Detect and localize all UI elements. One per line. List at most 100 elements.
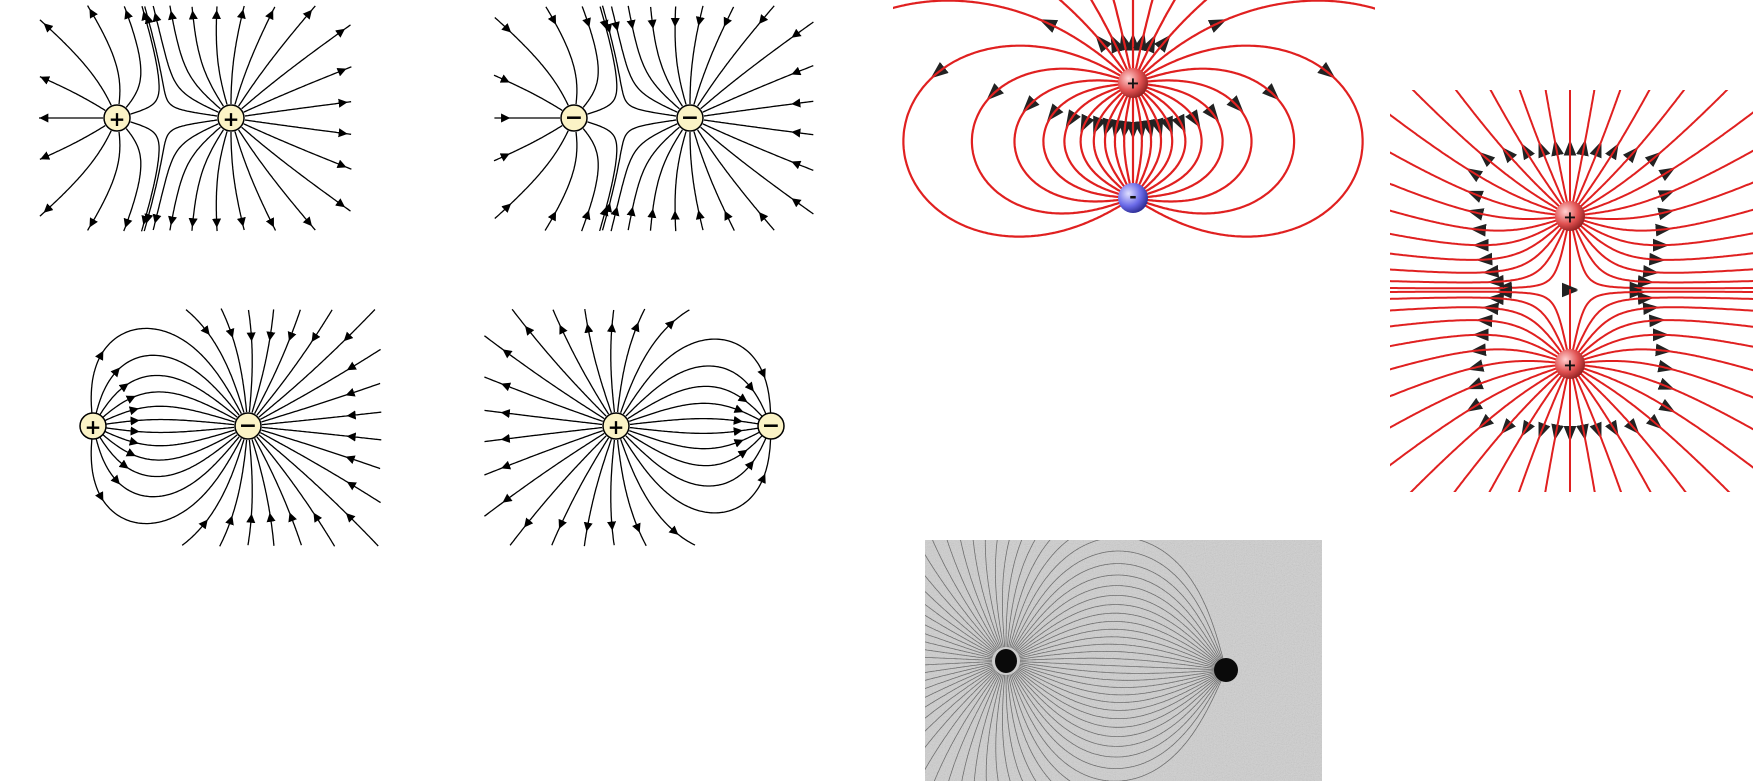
- charge-sign: −: [681, 106, 699, 131]
- field-line: [94, 435, 240, 498]
- charge-positive: +: [602, 412, 630, 440]
- field-line: [251, 309, 275, 413]
- charge-sign: −: [239, 414, 257, 439]
- field-line: [243, 66, 352, 113]
- field-line: [94, 354, 240, 417]
- field-line: [244, 119, 352, 135]
- field-line: [1518, 90, 1566, 204]
- field-line: [256, 436, 336, 547]
- field-line: [628, 402, 763, 423]
- field-line: [1134, 0, 1154, 70]
- field-line: [1390, 151, 1557, 216]
- field-line: [700, 126, 814, 215]
- field-line: [1112, 0, 1132, 70]
- field-line: [494, 130, 569, 219]
- field-line: [610, 123, 678, 232]
- field-line: [1577, 306, 1753, 354]
- field-line: [87, 131, 121, 231]
- field-line: [230, 5, 245, 104]
- charge-positive: +: [79, 412, 107, 440]
- field-line: [1140, 89, 1187, 195]
- field-line: [96, 374, 238, 420]
- field-line: [484, 335, 605, 420]
- field-line: [1390, 319, 1561, 356]
- field-line: [90, 434, 242, 525]
- field-line: [616, 439, 647, 547]
- field-line: [1390, 182, 1557, 220]
- field-line: [1574, 228, 1753, 284]
- field-line: [1390, 364, 1557, 429]
- panel-like-positive: + +: [39, 5, 352, 232]
- field-line: [1134, 96, 1144, 189]
- charge-positive-right: +: [217, 104, 245, 132]
- field-line: [234, 131, 277, 231]
- field-line: [1409, 370, 1559, 492]
- charge-sign: -: [1129, 187, 1136, 208]
- field-line: [893, 0, 1124, 75]
- field-line: [1390, 113, 1558, 213]
- charge-negative-right: −: [676, 104, 704, 132]
- field-line: [1390, 360, 1557, 398]
- field-line: [101, 426, 235, 434]
- field-line: [39, 76, 106, 111]
- field-line: [493, 125, 563, 162]
- field-line: [238, 129, 316, 231]
- field-line: [39, 125, 106, 160]
- field-line: [1583, 181, 1753, 220]
- field-line: [1571, 290, 1753, 351]
- field-line: [1122, 96, 1132, 189]
- charge-sign: +: [109, 107, 126, 131]
- field-line: [244, 101, 352, 117]
- field-line: [1092, 91, 1127, 193]
- field-line: [619, 309, 690, 414]
- field-line: [610, 309, 616, 413]
- field-line: [144, 6, 218, 117]
- field-line: [261, 429, 381, 470]
- field-line: [1571, 90, 1596, 203]
- field-line: [511, 308, 607, 417]
- field-line: [484, 432, 605, 517]
- field-line: [545, 6, 578, 105]
- field-line: [601, 5, 677, 117]
- field-line: [130, 121, 160, 232]
- field-line: [1140, 44, 1364, 238]
- field-line: [622, 338, 772, 417]
- field-line: [191, 129, 224, 231]
- field-line: [99, 431, 237, 461]
- field-line: [1042, 83, 1125, 199]
- field-line: [1390, 348, 1558, 371]
- field-line: [1390, 226, 1563, 274]
- charge-sign: +: [608, 415, 625, 439]
- field-line: [1141, 86, 1203, 197]
- field-line: [1390, 290, 1569, 351]
- field-line: [1577, 226, 1753, 274]
- panel-field-line-photograph: [925, 540, 1322, 781]
- field-line: [101, 418, 235, 426]
- charge-negative-left: −: [560, 104, 588, 132]
- field-line: [1058, 0, 1126, 73]
- charge-negative: −: [757, 412, 785, 440]
- panel-dipole-vertical: + -: [893, 0, 1375, 238]
- field-line: [1544, 90, 1569, 203]
- field-line: [628, 429, 763, 450]
- field-line: [219, 439, 248, 547]
- field-line: [1090, 0, 1129, 71]
- charge-sign: +: [1563, 208, 1576, 227]
- field-line: [1581, 370, 1731, 492]
- photo-grain: [925, 540, 1322, 781]
- field-line: [230, 132, 245, 231]
- field-line: [1583, 364, 1753, 431]
- charge-sign: +: [1563, 356, 1576, 375]
- field-line: [185, 309, 245, 413]
- field-line: [509, 435, 607, 546]
- field-line: [484, 429, 604, 476]
- field-line: [251, 439, 275, 546]
- field-lines: [39, 5, 352, 232]
- field-line: [1574, 376, 1623, 492]
- field-line: [1113, 95, 1130, 190]
- field-line: [629, 426, 763, 435]
- field-line: [1141, 67, 1296, 215]
- field-line: [625, 365, 768, 418]
- field-line: [610, 439, 616, 546]
- field-line: [1583, 360, 1753, 399]
